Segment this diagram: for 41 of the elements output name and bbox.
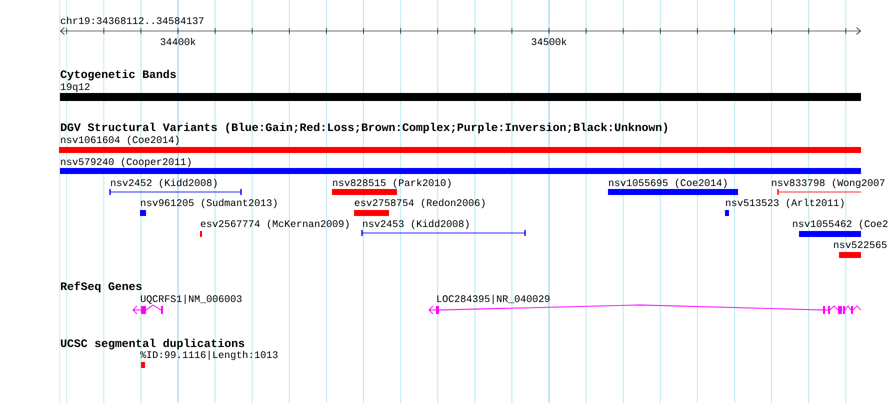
coordinate-label: chr19:34368112..34584137 bbox=[60, 16, 204, 24]
variant-bar: nsv828515 (Park2010) bbox=[332, 178, 451, 195]
variant-bar: nsv961205 (Sudmant2013) bbox=[140, 198, 277, 216]
node-label: esv2567774 (McKernan2009) bbox=[200, 220, 349, 230]
node-label: nsv513523 (Arlt2011) bbox=[726, 198, 844, 208]
variant-range: nsv2453 (Kidd2008) bbox=[361, 220, 526, 236]
band-bar: 19q12 bbox=[60, 83, 861, 101]
track-title: UCSC segmental duplications bbox=[60, 338, 244, 350]
track-title: RefSeq Genes bbox=[60, 282, 142, 292]
variant-bar: nsv513523 (Arlt2011) bbox=[725, 198, 844, 216]
variant-bar: nsv1055695 (Coe2014) bbox=[608, 178, 738, 195]
variant-bar: nsv1061604 (Coe2014) bbox=[59, 136, 861, 153]
track-title: Cytogenetic Bands bbox=[60, 70, 176, 80]
node-label: esv2758754 (Redon2006) bbox=[354, 198, 485, 208]
node-label: nsv522565 bbox=[834, 241, 887, 248]
node-label: nsv961205 (Sudmant2013) bbox=[141, 198, 277, 208]
node-label: nsv833798 (Wong2007 bbox=[772, 178, 884, 188]
node-label: nsv2452 (Kidd2008) bbox=[111, 178, 217, 188]
track-title: DGV Structural Variants (Blue:Gain;Red:Loss;Brown:Complex;Purple:Inversion;Black:Unknown) bbox=[60, 122, 668, 134]
node-label: nsv579240 (Cooper2011) bbox=[61, 158, 191, 168]
node-label: nsv1055462 (Coe2 bbox=[793, 220, 888, 230]
node-label: 19q12 bbox=[60, 83, 90, 92]
node-label: nsv1061604 (Coe2014) bbox=[61, 136, 179, 146]
node-label: nsv1055695 (Coe2014) bbox=[609, 178, 727, 188]
variant-bar: nsv522565 bbox=[834, 241, 887, 258]
node-label: UQCRFS1|NM_006003 bbox=[140, 294, 242, 304]
node-label: LOC284395|NR_040029 bbox=[437, 294, 550, 304]
node-label: nsv2453 (Kidd2008) bbox=[363, 220, 469, 230]
gene-model: UQCRFS1|NM_006003 bbox=[132, 294, 242, 314]
gene-model: LOC284395|NR_040029 bbox=[428, 294, 862, 314]
node-label: nsv828515 (Park2010) bbox=[333, 178, 451, 188]
variant-range: nsv833798 (Wong2007 bbox=[772, 178, 884, 195]
variant-bar: esv2567774 (McKernan2009) bbox=[200, 220, 349, 237]
variant-range: nsv2452 (Kidd2008) bbox=[109, 178, 242, 195]
variant-bar: nsv1055462 (Coe2 bbox=[793, 220, 888, 237]
node-label: %ID:99.1116|Length:1013 bbox=[140, 350, 278, 360]
tick-label: 34400k bbox=[160, 38, 196, 46]
duplication-bar: %ID:99.1116|Length:1013 bbox=[140, 350, 278, 368]
tick-label: 34500k bbox=[532, 38, 566, 46]
variant-bar: nsv579240 (Cooper2011) bbox=[60, 158, 861, 174]
variant-bar: esv2758754 (Redon2006) bbox=[354, 198, 485, 216]
